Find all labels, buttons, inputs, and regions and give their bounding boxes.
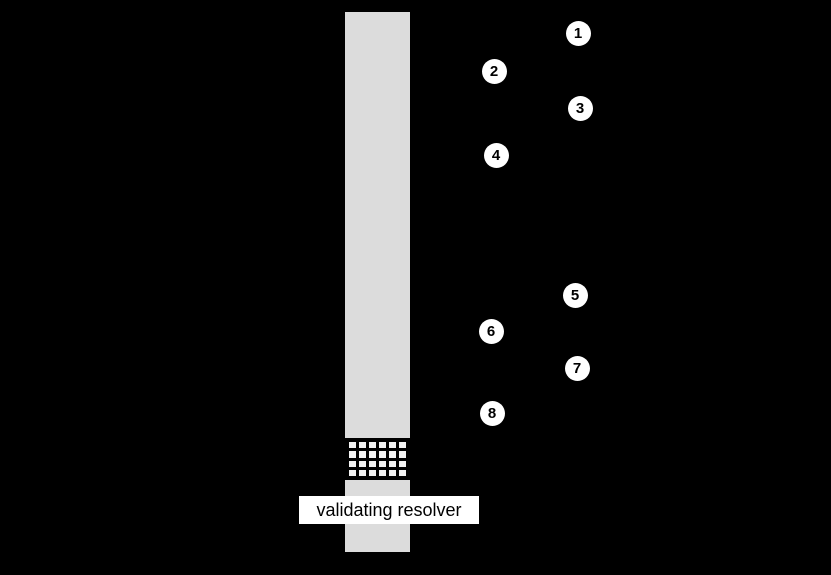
grid-cell xyxy=(349,469,356,476)
step-marker-3: 3 xyxy=(567,95,593,121)
grid-cell xyxy=(379,469,386,476)
step-marker-5: 5 xyxy=(562,282,588,308)
grid-cell xyxy=(379,460,386,467)
grid-cell xyxy=(359,460,366,467)
grid-cell xyxy=(379,442,386,449)
step-marker-1: 1 xyxy=(565,20,591,46)
grid-cell xyxy=(369,442,376,449)
grid-cell xyxy=(359,442,366,449)
grid-cell xyxy=(349,451,356,458)
grid-cell xyxy=(399,469,406,476)
grid-cell xyxy=(349,442,356,449)
grid-cell xyxy=(389,469,396,476)
step-marker-4: 4 xyxy=(483,142,509,168)
grid-cell xyxy=(389,442,396,449)
resolver-label: validating resolver xyxy=(299,496,479,524)
grid-cell xyxy=(369,451,376,458)
grid-cell xyxy=(399,460,406,467)
step-marker-2: 2 xyxy=(481,58,507,84)
step-marker-6: 6 xyxy=(478,318,504,344)
grid-cell xyxy=(359,451,366,458)
step-marker-7: 7 xyxy=(564,355,590,381)
grid-cell xyxy=(399,442,406,449)
grid-cell xyxy=(389,460,396,467)
step-marker-8: 8 xyxy=(479,400,505,426)
grid-cell xyxy=(359,469,366,476)
grid-cell xyxy=(349,460,356,467)
grid-cell xyxy=(399,451,406,458)
grid-cell xyxy=(369,469,376,476)
grid-cell xyxy=(389,451,396,458)
grid-cell xyxy=(379,451,386,458)
grid-cell xyxy=(369,460,376,467)
resolver-grid-pattern xyxy=(345,438,410,480)
